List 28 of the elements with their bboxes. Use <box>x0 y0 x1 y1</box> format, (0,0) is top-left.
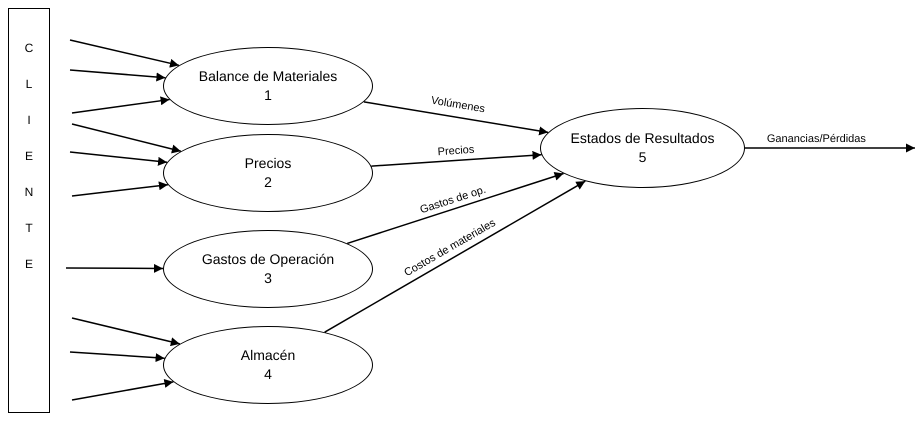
entity-box <box>8 8 50 413</box>
arrow <box>70 69 166 82</box>
arrow <box>324 180 586 333</box>
process-name: Gastos de Operación <box>202 250 334 269</box>
arrow <box>745 144 915 152</box>
arrow <box>364 101 548 136</box>
arrow <box>70 351 165 362</box>
arrow <box>371 150 542 167</box>
arrow <box>70 39 180 68</box>
arrow <box>72 379 174 401</box>
process-number: 5 <box>638 148 646 167</box>
edge-label: Ganancias/Pérdidas <box>766 133 867 145</box>
process-name: Almacén <box>240 346 296 365</box>
arrow <box>72 96 170 114</box>
process-number: 2 <box>264 173 272 192</box>
process-name: Precios <box>244 154 292 173</box>
process-name: Balance de Materiales <box>198 67 338 86</box>
process-number: 1 <box>264 86 272 105</box>
process-number: 3 <box>264 269 272 288</box>
entity-name: CLIENTE <box>24 40 34 272</box>
arrow <box>70 151 168 166</box>
arrow <box>72 123 182 154</box>
process-name: Estados de Resultados <box>570 129 714 148</box>
arrow <box>72 317 180 346</box>
process-number: 4 <box>264 365 272 384</box>
arrow <box>72 181 168 197</box>
arrow <box>66 264 164 273</box>
arrow <box>346 172 564 244</box>
